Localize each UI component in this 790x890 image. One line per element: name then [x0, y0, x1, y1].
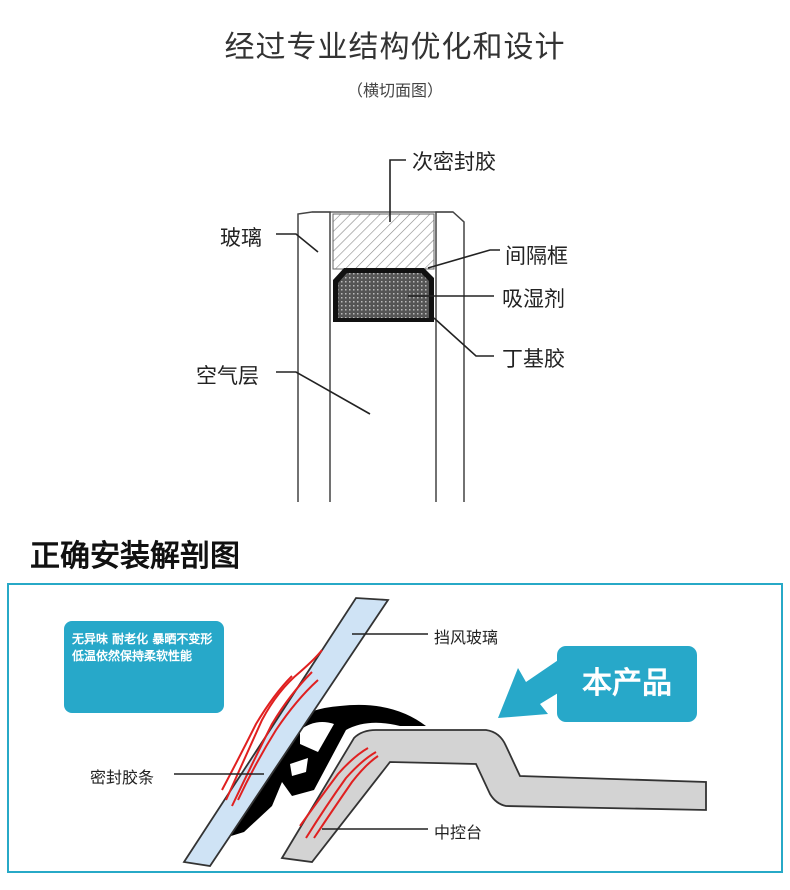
- seal-strip-gap-2: [290, 758, 308, 776]
- secondary-sealant-area: [332, 213, 435, 270]
- leader-spacer: [427, 249, 500, 269]
- label-butyl: 丁基胶: [502, 347, 565, 371]
- leader-butyl: [433, 317, 494, 357]
- label-windshield: 挡风玻璃: [434, 628, 499, 647]
- left-glass-pane: [297, 211, 331, 502]
- page-title: 经过专业结构优化和设计: [224, 30, 566, 65]
- desiccant: [338, 273, 429, 318]
- label-air-layer: 空气层: [196, 364, 259, 388]
- leader-glass: [276, 233, 319, 253]
- product-badge: 本产品: [557, 646, 697, 722]
- install-frame: [7, 583, 783, 873]
- seal-strip-shape: [218, 704, 426, 840]
- label-secondary-sealant: 次密封胶: [412, 150, 496, 174]
- windshield-cracks: [221, 649, 323, 807]
- dashboard-shape: [280, 729, 707, 863]
- label-desiccant: 吸湿剂: [502, 287, 565, 311]
- label-glass: 玻璃: [220, 226, 262, 250]
- feature-note: 无异味 耐老化 暴晒不变形低温依然保持柔软性能: [64, 621, 224, 713]
- leader-secondary-sealant: [389, 159, 406, 222]
- page-subtitle: （横切面图）: [346, 81, 443, 100]
- leader-air-layer: [276, 371, 371, 415]
- right-glass-pane: [435, 211, 465, 502]
- install-heading: 正确安装解剖图: [30, 539, 240, 574]
- label-dashboard: 中控台: [434, 823, 483, 842]
- label-seal-strip: 密封胶条: [90, 768, 155, 787]
- seal-strip-gap: [300, 722, 334, 752]
- dashboard-cracks: [299, 747, 379, 839]
- label-spacer-frame: 间隔框: [505, 244, 568, 268]
